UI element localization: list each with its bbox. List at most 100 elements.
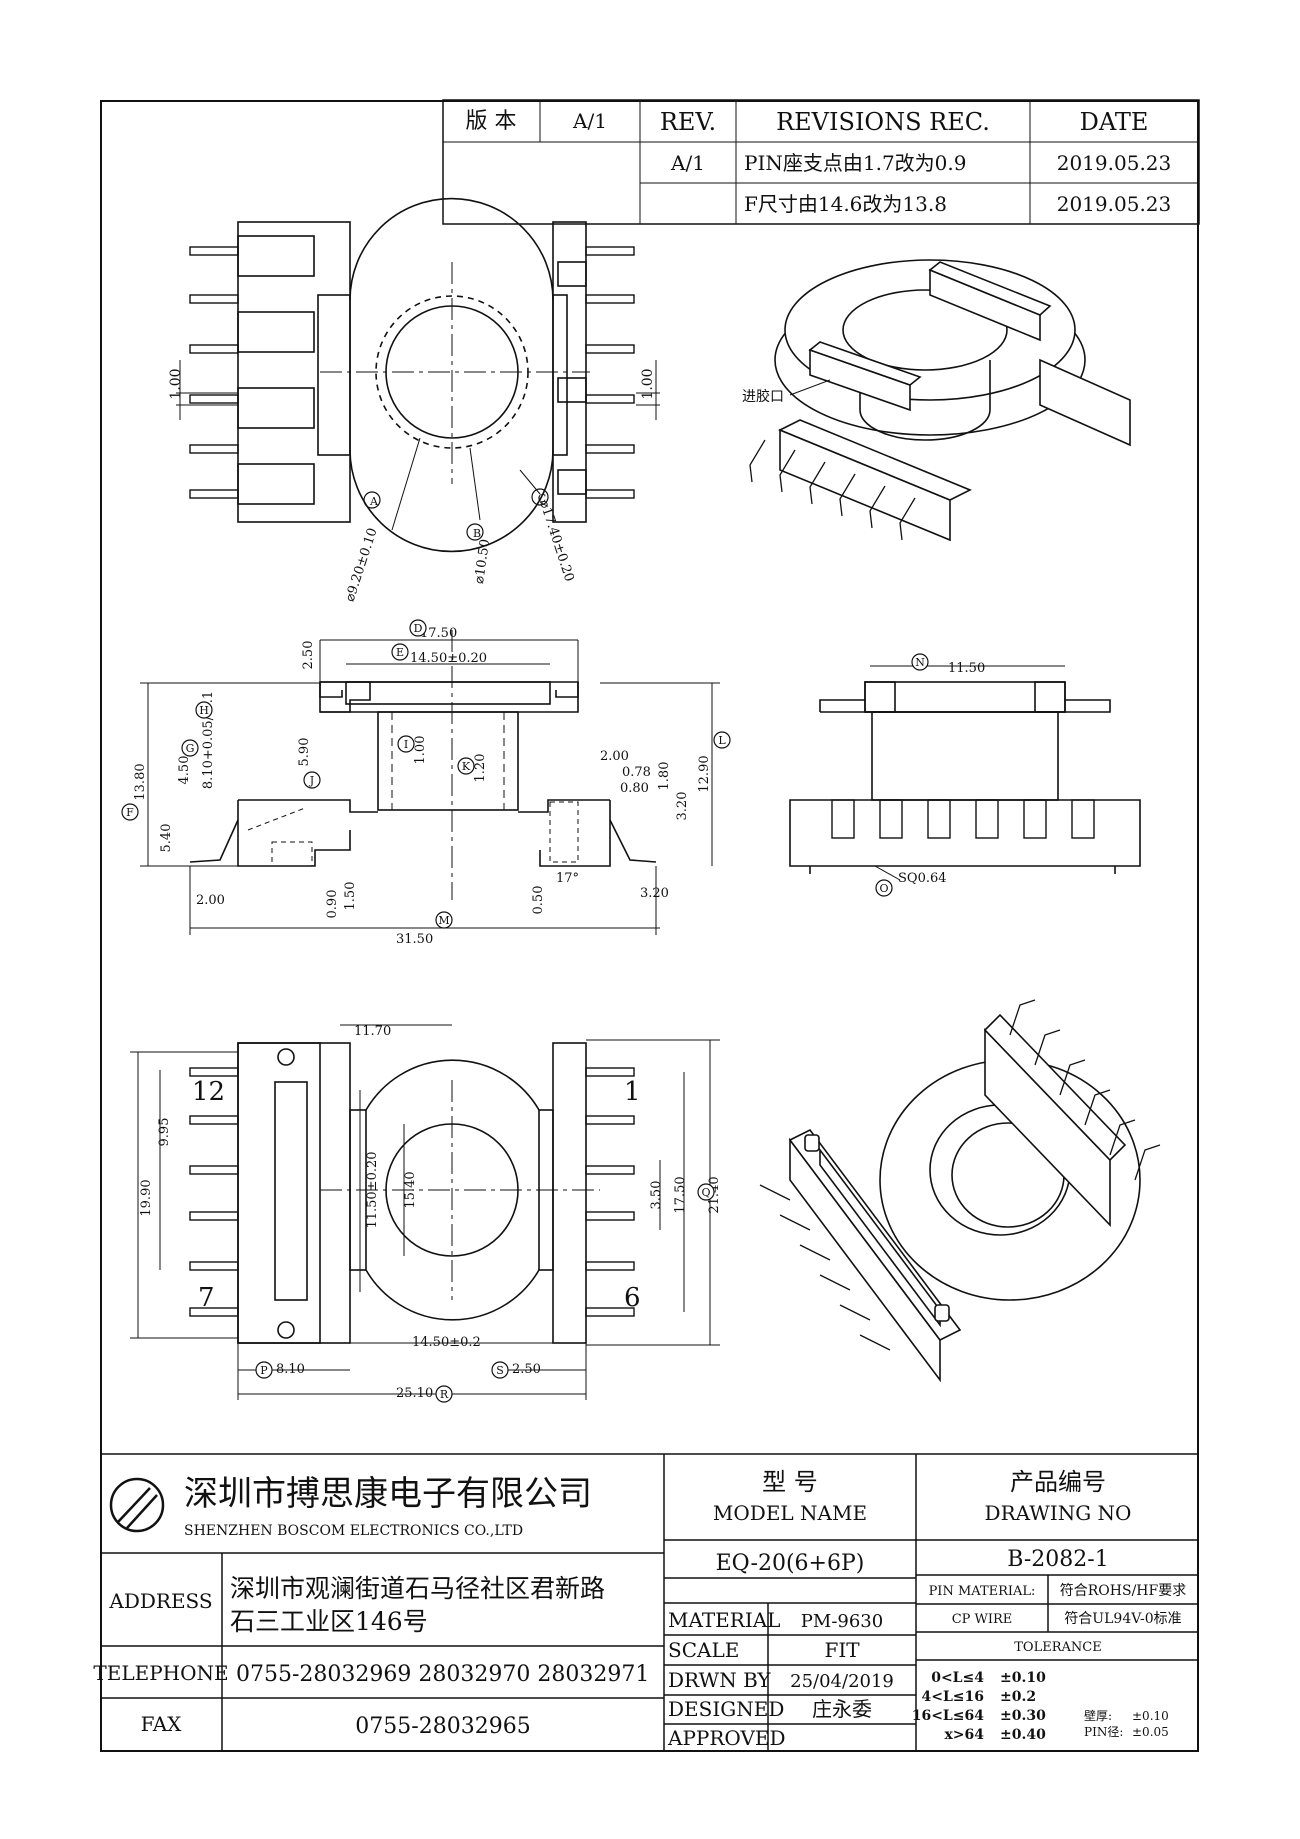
dim-b200: 2.00 <box>196 893 225 908</box>
gate-label: 进胶口 <box>742 388 784 405</box>
side-view <box>789 665 1141 881</box>
dimension-tag: E <box>391 643 409 661</box>
dimension-tag-label: R <box>440 1388 449 1401</box>
dim-r200: 2.00 <box>600 749 629 764</box>
dimension-tag: H <box>195 701 213 719</box>
designed-value: 庄永委 <box>812 1697 872 1721</box>
material-value: PM-9630 <box>801 1611 883 1632</box>
tag-b: B <box>473 527 481 540</box>
dimension-tag-label: L <box>718 734 726 747</box>
dim-r180: 1.80 <box>657 762 672 791</box>
pin-dia-label: PIN径: <box>1084 1725 1123 1739</box>
approved-label: APPROVED <box>667 1726 786 1750</box>
dimension-tag-label: S <box>496 1364 504 1377</box>
tag-c: C <box>538 492 546 505</box>
dim-b050: 0.50 <box>531 886 546 915</box>
dim-1990: 19.90 <box>139 1179 154 1216</box>
revision-table: 版 本 A/1 REV. REVISIONS REC. DATE A/1 PIN… <box>442 99 1200 225</box>
dim-r078: 0.78 <box>622 765 651 780</box>
dim-angle: 17° <box>556 871 579 886</box>
rev-row2-date: 2019.05.23 <box>1057 192 1172 216</box>
dimension-tag: Q <box>697 1183 715 1201</box>
dimension-tag: G <box>181 739 199 757</box>
dim-350: 3.50 <box>649 1181 664 1210</box>
fax-value: 0755-28032965 <box>355 1714 530 1739</box>
dim-p-width: 8.10 <box>276 1362 305 1377</box>
tol-range: 4<L≤16 <box>921 1689 984 1705</box>
pin-material-label: PIN MATERIAL: <box>929 1584 1036 1599</box>
pin-sq: SQ0.64 <box>898 871 947 886</box>
dimension-tag: R <box>435 1385 453 1403</box>
dimension-tag-label: D <box>414 622 423 635</box>
material-label: MATERIAL <box>668 1608 780 1632</box>
pin-label-6: 6 <box>624 1283 641 1313</box>
dimension-tag: F <box>121 803 139 821</box>
dim-i-label: 1.00 <box>413 736 428 765</box>
dim-b150: 1.50 <box>343 882 358 911</box>
iso-view-top <box>749 259 1131 542</box>
dim-j-height: 5.90 <box>297 738 312 767</box>
version-label: 版 本 <box>466 109 517 134</box>
telephone-label: TELEPHONE <box>93 1661 228 1685</box>
scale-label: SCALE <box>668 1638 739 1662</box>
iso-view-bottom <box>759 999 1161 1383</box>
tol-value: ±0.40 <box>1000 1727 1046 1743</box>
tolerance-table: 0<L≤4 ±0.10 4<L≤16 ±0.2 16<L≤64 ±0.30 x>… <box>912 1670 1046 1743</box>
revisions-header: REVISIONS REC. <box>776 108 990 136</box>
pin-label-12: 12 <box>192 1077 225 1107</box>
dim-1750: 17.50 <box>673 1176 688 1213</box>
company-cn: 深圳市搏思康电子有限公司 <box>184 1474 592 1514</box>
dimension-tag-label: Q <box>701 1186 710 1199</box>
tol-range: x>64 <box>944 1727 984 1743</box>
rev-row2-desc: F尺寸由14.6改为13.8 <box>744 192 947 216</box>
front-view <box>140 630 720 935</box>
tolerance-label: TOLERANCE <box>1014 1640 1101 1655</box>
address-label: ADDRESS <box>108 1589 212 1613</box>
cp-wire-value: 符合UL94V-0标准 <box>1064 1611 1181 1627</box>
pin-dia-value: ±0.05 <box>1132 1725 1169 1739</box>
dim-250: 2.50 <box>301 641 316 670</box>
dimension-tag-label: H <box>199 704 209 717</box>
dim-s-width: 2.50 <box>512 1362 541 1377</box>
dim-r-width: 25.10 <box>396 1386 433 1401</box>
bottom-view <box>130 1024 720 1400</box>
dim-k-label: 1.20 <box>473 754 488 783</box>
drwn-label: DRWN BY <box>668 1668 771 1692</box>
rev-row1-desc: PIN座支点由1.7改为0.9 <box>744 151 966 175</box>
dimension-tag-label: G <box>186 742 195 755</box>
top-view <box>176 197 660 553</box>
rev-row1-date: 2019.05.23 <box>1057 151 1172 175</box>
fax-label: FAX <box>141 1712 183 1736</box>
dimension-tag-label: M <box>438 914 449 927</box>
dimension-tag-label: F <box>126 806 134 819</box>
title-block-text: 深圳市搏思康电子有限公司 SHENZHEN BOSCOM ELECTRONICS… <box>93 1468 1186 1750</box>
dim-r320h: 3.20 <box>640 886 669 901</box>
dim-d-top: 17.50 <box>420 626 457 641</box>
dimension-tag-label: O <box>879 882 888 895</box>
drawing-en: DRAWING NO <box>985 1501 1132 1525</box>
rev-row1: A/1 <box>670 151 705 175</box>
top-dim-c: ⌀17.40±0.20 <box>536 498 576 583</box>
dimension-tag: D <box>409 619 427 637</box>
dimension-tag: I <box>397 735 415 753</box>
address-line2: 石三工业区146号 <box>230 1607 428 1636</box>
company-en: SHENZHEN BOSCOM ELECTRONICS CO.,LTD <box>184 1523 523 1539</box>
dimension-tag: K <box>457 757 475 775</box>
model-value: EQ-20(6+6P) <box>716 1551 865 1576</box>
model-en: MODEL NAME <box>713 1501 867 1525</box>
dimension-tag: L <box>713 731 731 749</box>
date-header: DATE <box>1080 108 1149 136</box>
title-block <box>100 1453 1199 1752</box>
version-value: A/1 <box>572 109 607 133</box>
dimension-tag: J <box>303 771 321 789</box>
drwn-value: 25/04/2019 <box>790 1671 894 1692</box>
designed-label: DESIGNED <box>668 1697 784 1721</box>
dim-1540: 15.40 <box>403 1171 418 1208</box>
drawing-cn: 产品编号 <box>1010 1468 1106 1496</box>
pin-material-value: 符合ROHS/HF要求 <box>1060 1583 1186 1599</box>
dimension-tag-label: E <box>396 646 404 659</box>
pin-label-7: 7 <box>198 1283 215 1313</box>
dim-m-width: 31.50 <box>396 932 433 947</box>
